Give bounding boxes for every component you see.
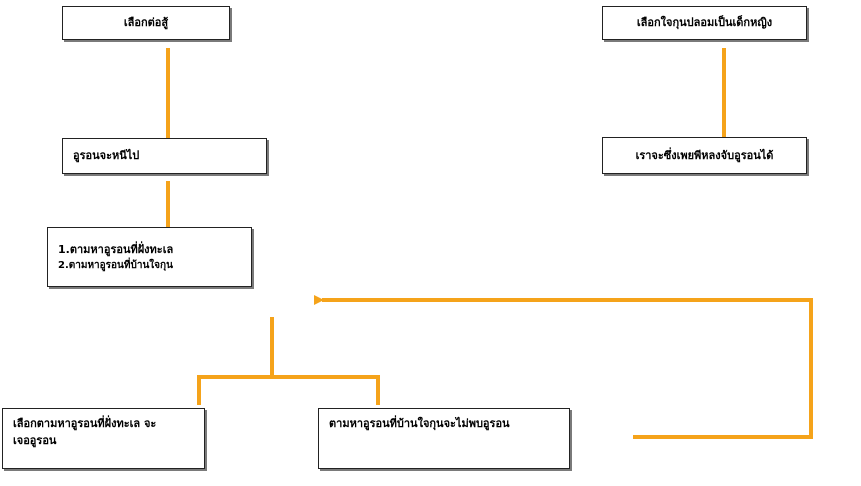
connector-branch-split bbox=[197, 375, 380, 405]
node-disguise: เลือกใจกุนปลอมเป็นเด็กหญิง bbox=[602, 6, 807, 40]
node-search-option-1: 1.ตามหาอูรอนที่ฝั่งทะเล bbox=[58, 242, 174, 256]
node-fight: เลือกต่อสู้ bbox=[62, 6, 230, 40]
node-fight-label: เลือกต่อสู้ bbox=[123, 16, 169, 30]
node-seduce: เราจะซึ่งเพยพีหลงจับอูรอนได้ bbox=[602, 137, 807, 174]
node-sea-result: เลือกตามหาอูรอนที่ฝั่งทะเล จะ เจออูรอน bbox=[2, 408, 205, 469]
node-sea-result-line1: เลือกตามหาอูรอนที่ฝั่งทะเล จะ bbox=[13, 417, 157, 430]
node-search-options: 1.ตามหาอูรอนที่ฝั่งทะเล 2.ตามหาอูรอนที่บ… bbox=[47, 227, 252, 287]
node-home-result-label: ตามหาอูรอนที่บ้านใจกุนจะไม่พบอูรอน bbox=[329, 417, 510, 430]
node-home-result: ตามหาอูรอนที่บ้านใจกุนจะไม่พบอูรอน bbox=[318, 408, 570, 469]
node-flee: อูรอนจะหนีไป bbox=[62, 138, 267, 174]
node-seduce-label: เราจะซึ่งเพยพีหลงจับอูรอนได้ bbox=[635, 148, 774, 162]
node-search-option-2: 2.ตามหาอูรอนที่บ้านใจกุน bbox=[58, 259, 173, 271]
node-flee-label: อูรอนจะหนีไป bbox=[73, 149, 140, 163]
node-sea-result-line2: เจออูรอน bbox=[13, 434, 57, 448]
connector-group bbox=[166, 48, 813, 439]
node-disguise-label: เลือกใจกุนปลอมเป็นเด็กหญิง bbox=[636, 16, 773, 30]
connector-home-return-arrow bbox=[314, 295, 813, 439]
